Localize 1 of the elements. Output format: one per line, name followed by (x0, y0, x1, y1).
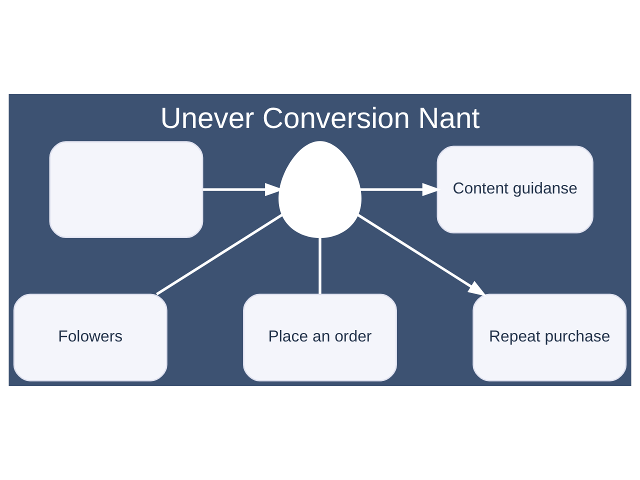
diagram-title: Unever Conversion Nant (160, 102, 480, 135)
